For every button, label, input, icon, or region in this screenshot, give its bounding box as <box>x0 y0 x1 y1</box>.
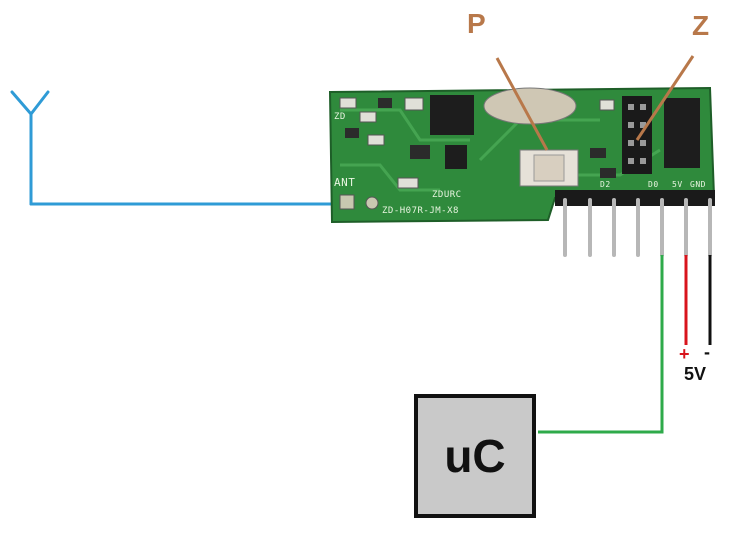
voltage-label: 5V <box>684 364 707 384</box>
rf-receiver-module <box>328 86 716 224</box>
pcb-pin-5v-label: 5V <box>672 180 683 189</box>
microcontroller-box: uC <box>414 394 536 518</box>
signal-wire <box>538 255 664 434</box>
minus-label: - <box>704 342 710 362</box>
antenna-icon <box>10 90 344 206</box>
plus-label: + <box>679 344 690 364</box>
pcb-pin-d0-label: D0 <box>648 180 659 189</box>
microcontroller-label: uC <box>444 430 506 482</box>
pcb-pin-d2-label: D2 <box>600 180 611 189</box>
pcb-ant-label: ANT <box>334 176 356 189</box>
header-pins <box>563 198 712 257</box>
pcb-pin-gnd-label: GND <box>690 180 706 189</box>
pcb-model-label: ZD-H07R-JM-X8 <box>382 206 459 216</box>
p-label: P <box>467 8 486 39</box>
pcb-zd-label: ZD <box>334 112 346 122</box>
z-label: Z <box>692 10 710 41</box>
pcb-brand-label: ZDURC <box>432 190 462 200</box>
p-leader-line <box>495 57 549 151</box>
z-leader-line <box>635 55 695 141</box>
